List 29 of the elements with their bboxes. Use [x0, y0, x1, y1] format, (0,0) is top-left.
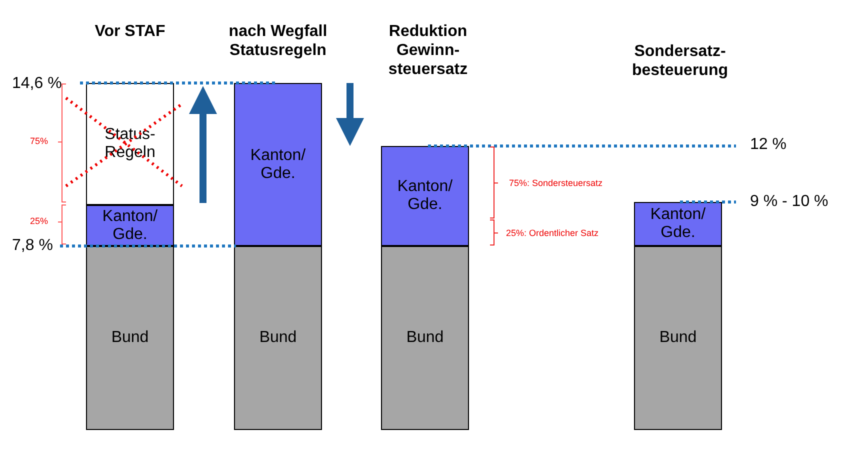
bar-segment: [234, 246, 322, 430]
segment-label: Bund: [258, 329, 298, 347]
segment-label: Kanton/ Gde.: [101, 208, 159, 244]
share-label: 75%: [30, 136, 50, 147]
segment-label: Bund: [110, 329, 150, 347]
percentage-label: 9 % - 10 %: [750, 192, 830, 212]
percentage-label: 7,8 %: [12, 236, 54, 256]
bar-segment: [86, 246, 174, 430]
bar-segment: [634, 202, 722, 246]
bar-segment: [86, 83, 174, 205]
segment-label: Kanton/ Gde.: [249, 146, 307, 182]
bar-segment: [634, 246, 722, 430]
bar-segment: [381, 146, 469, 246]
percentage-label: 12 %: [750, 135, 788, 154]
column-heading: Sondersatz-besteuerung: [630, 42, 729, 80]
bar-segment: [86, 205, 174, 246]
bar-segment: [234, 83, 322, 246]
column-heading: Vor STAF: [94, 22, 166, 42]
share-label: 25%: [30, 216, 50, 227]
segment-label: Kanton/ Gde.: [396, 178, 454, 214]
column-heading: nach Wegfall Statusregeln: [228, 22, 328, 60]
bar-segment: [381, 246, 469, 430]
segment-label: Kanton/ Gde.: [649, 206, 707, 242]
share-label: 25%: Ordentlicher Satz: [506, 228, 600, 239]
column-heading: Reduktion Gewinn-steuersatz: [387, 22, 469, 80]
share-label: 75%: Sondersteuersatz: [509, 178, 604, 189]
segment-label: Bund: [405, 329, 445, 347]
percentage-label: 14,6 %: [12, 74, 63, 94]
segment-label: Bund: [658, 329, 698, 347]
